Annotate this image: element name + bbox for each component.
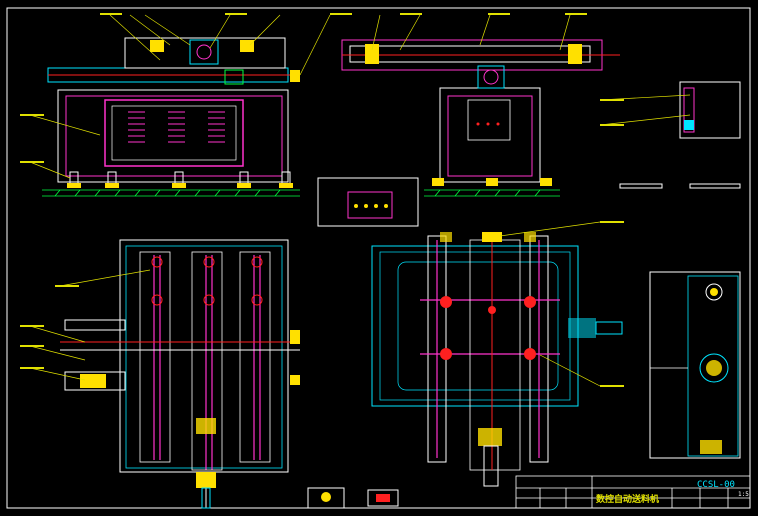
section-detail [317, 177, 419, 227]
leader-label-stubs [20, 13, 624, 387]
front-view [42, 37, 300, 197]
drawing-code: CCSL-00 [697, 480, 735, 490]
drawing-scale: 1:5 [738, 491, 749, 498]
bottom-small-details [307, 487, 399, 509]
title-block [515, 475, 751, 509]
plan-view-center [371, 232, 623, 487]
detail-roller [619, 81, 741, 189]
sheet-border [6, 7, 751, 509]
leader-lines [29, 14, 691, 387]
side-view [341, 39, 620, 197]
end-view-detail [649, 271, 741, 459]
drawing-title: 数控自动送料机 [596, 495, 660, 505]
plan-view-left [60, 239, 300, 509]
